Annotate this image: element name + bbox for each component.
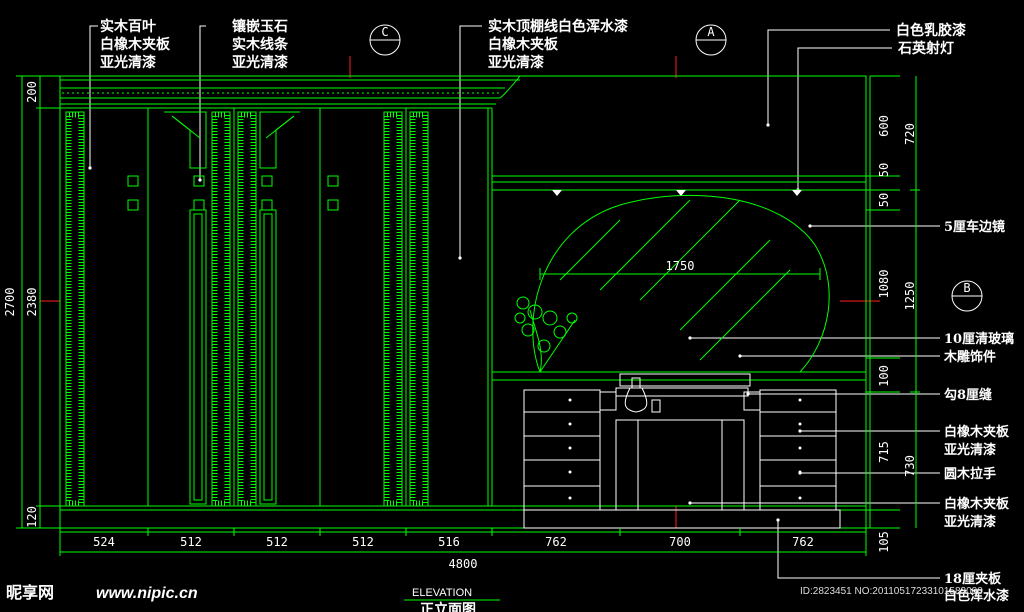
- jade-inlays: [127, 175, 339, 211]
- callout-text: 亚光清漆: [944, 442, 996, 458]
- drawing-title: ELEVATION 正立面图: [404, 587, 500, 612]
- title-cn: 正立面图: [420, 601, 476, 612]
- callout-group-top-left-2: 镶嵌玉石 实木线条 亚光清漆: [232, 18, 289, 71]
- dim-text: 715: [877, 441, 891, 463]
- dim-text: 50: [877, 163, 891, 177]
- callout-text: 白橡木夹板: [488, 36, 559, 53]
- mirror-dimension-line: [539, 268, 821, 280]
- callout-text: 5厘车边镜: [944, 219, 1005, 235]
- louvre-strips: [65, 111, 429, 507]
- callout-text: 木雕饰件: [943, 349, 996, 365]
- dim-text: 120: [25, 506, 39, 528]
- elevation-frame: [59, 75, 867, 529]
- callout-group-top-left-1: 实木百叶 白橡木夹板 亚光清漆: [100, 18, 171, 71]
- callout-text: 10厘清玻璃: [944, 331, 1014, 347]
- callout-group-right: 5厘车边镜 10厘清玻璃 木雕饰件 勾8厘缝 白橡木夹板 亚光清漆 圆木拉手 白…: [943, 219, 1014, 604]
- watermark: 昵享网 www.nipic.cn ID:2823451 NO:201105172…: [6, 583, 983, 602]
- bottom-dimensions: 524 512 512 512 516 762 700 762 4800: [93, 535, 814, 571]
- dim-text: 700: [669, 535, 691, 549]
- callout-text: 白色浑水漆: [944, 588, 1009, 604]
- callout-text: 白色乳胶漆: [896, 22, 966, 39]
- callout-text: 实木线条: [232, 36, 289, 53]
- dim-text: 720: [903, 123, 917, 145]
- callout-text: 实木百叶: [100, 18, 156, 35]
- callout-group-top-mid: 实木顶棚线白色浑水漆 白橡木夹板 亚光清漆: [488, 18, 628, 71]
- dim-text: 762: [792, 535, 814, 549]
- cornice-dentils: [62, 87, 500, 94]
- dimension-lines: [16, 75, 920, 556]
- callout-text: 18厘夹板: [944, 571, 1002, 587]
- vanity-counter: [523, 373, 841, 529]
- section-marks: [369, 24, 983, 312]
- dim-text: 600: [877, 115, 891, 137]
- drawer-pulls: [568, 398, 802, 500]
- dim-text: 762: [545, 535, 567, 549]
- oval-mirror: [532, 194, 830, 373]
- dim-text: 2380: [25, 288, 39, 317]
- dim-text: 1080: [877, 270, 891, 299]
- callout-text: 亚光清漆: [100, 54, 156, 71]
- dim-text: 730: [903, 455, 917, 477]
- section-mark-b: B: [963, 281, 970, 295]
- spotlights: [552, 190, 802, 196]
- dim-text: 200: [25, 81, 39, 103]
- dim-text: 512: [266, 535, 288, 549]
- callout-text: 白橡木夹板: [100, 36, 171, 53]
- section-mark-c: C: [381, 25, 388, 39]
- callout-group-top-right: 白色乳胶漆 石英射灯: [896, 22, 966, 57]
- watermark-url: www.nipic.cn: [96, 585, 198, 602]
- dim-text: 516: [438, 535, 460, 549]
- section-mark-a: A: [707, 25, 715, 39]
- section-mark-labels: C A B: [381, 25, 970, 295]
- callout-text: 勾8厘缝: [944, 387, 992, 403]
- callout-text: 亚光清漆: [232, 54, 288, 71]
- callout-text: 实木顶棚线白色浑水漆: [488, 18, 628, 35]
- callout-text: 镶嵌玉石: [232, 18, 288, 35]
- watermark-id: ID:2823451 NO:20110517233101583000: [800, 586, 983, 597]
- mirror-width: 1750: [666, 259, 695, 273]
- dim-text: 512: [180, 535, 202, 549]
- dim-total: 4800: [449, 557, 478, 571]
- dim-text: 1250: [903, 282, 917, 311]
- callout-text: 亚光清漆: [944, 514, 996, 530]
- dim-text: 512: [352, 535, 374, 549]
- dim-text: 524: [93, 535, 115, 549]
- watermark-cn: 昵享网: [6, 583, 54, 602]
- centerlines: [40, 56, 880, 528]
- dim-text: 100: [877, 365, 891, 387]
- callout-text: 白橡木夹板: [944, 424, 1010, 440]
- dim-text: 105: [877, 531, 891, 553]
- right-dimensions: 600 50 50 1080 100 715 105 720 1250 730: [877, 115, 917, 553]
- vase: [624, 377, 661, 413]
- callout-text: 圆木拉手: [944, 466, 996, 482]
- callout-text: 亚光清漆: [488, 54, 544, 71]
- callout-text: 石英射灯: [897, 40, 954, 57]
- dim-text: 2700: [3, 288, 17, 317]
- left-dimensions: 200 2700 2380 120: [3, 81, 39, 528]
- plant: [514, 296, 578, 373]
- title-en: ELEVATION: [412, 587, 472, 599]
- dim-text: 50: [877, 193, 891, 207]
- callout-text: 白橡木夹板: [944, 496, 1010, 512]
